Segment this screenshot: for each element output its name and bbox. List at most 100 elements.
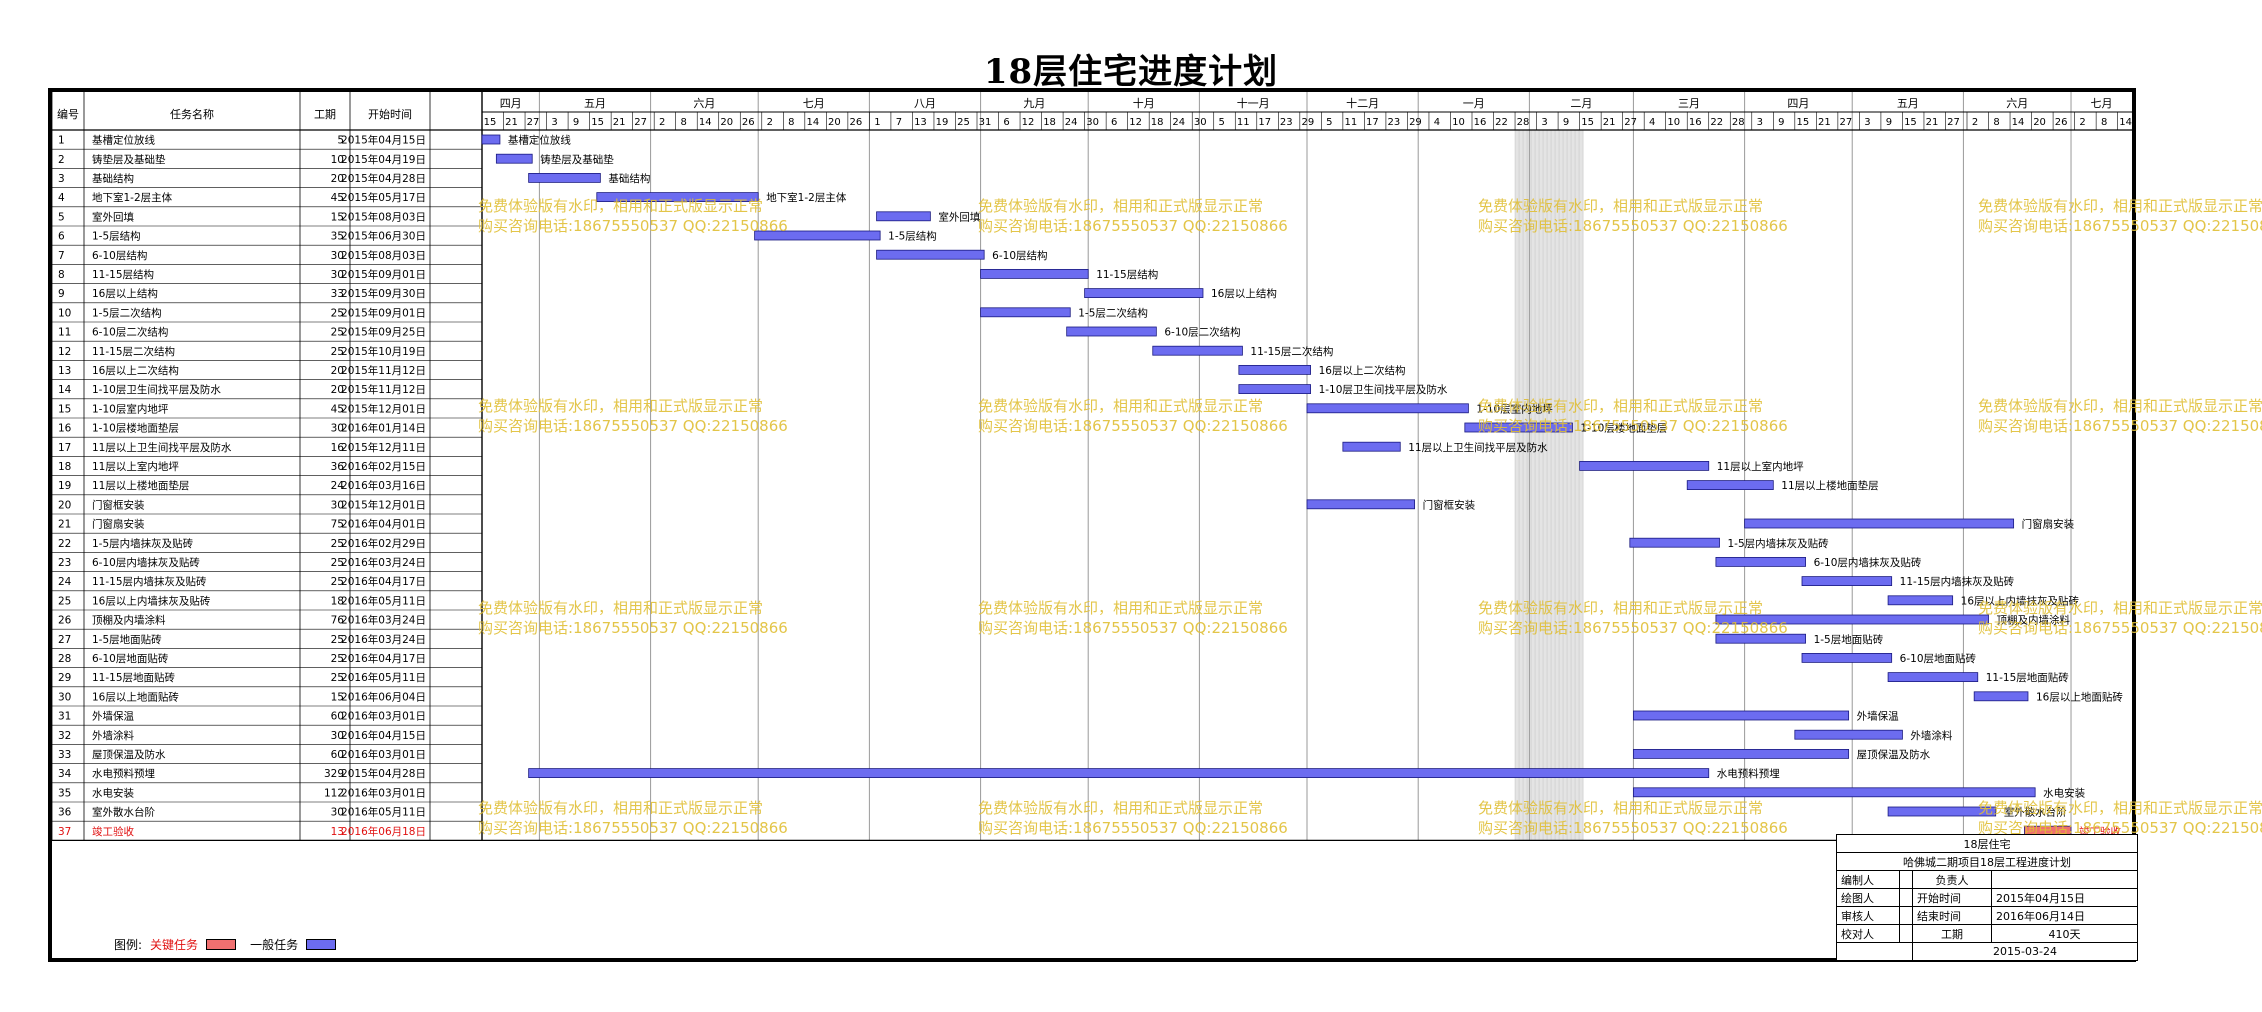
tick-label: 27 — [1947, 117, 1960, 128]
month-label: 四月 — [500, 97, 522, 110]
info-drawer-value — [1898, 888, 1913, 907]
task-no: 12 — [58, 346, 71, 358]
task-name: 11层以上室内地坪 — [92, 460, 179, 473]
task-start: 2015年09月01日 — [341, 306, 426, 319]
tick-label: 27 — [634, 117, 647, 128]
task-duration: 30 — [331, 730, 344, 742]
task-duration: 60 — [331, 711, 344, 723]
tick-label: 8 — [681, 117, 687, 128]
gantt-bar-label: 6-10层内墙抹灰及贴砖 — [1814, 556, 1922, 569]
task-duration: 35 — [331, 231, 344, 243]
tick-label: 28 — [1517, 117, 1530, 128]
task-no: 11 — [58, 327, 71, 339]
gantt-bar — [1238, 384, 1311, 395]
info-checker-value — [1898, 924, 1913, 943]
gantt-bar-label: 6-10层地面贴砖 — [1900, 652, 1977, 665]
tick-label: 15 — [1904, 117, 1917, 128]
task-start: 2016年03月24日 — [341, 614, 426, 627]
tick-label: 21 — [613, 117, 626, 128]
task-start: 2016年04月17日 — [341, 652, 426, 665]
task-start: 2015年11月12日 — [341, 383, 426, 396]
gantt-bar-label: 11-15层内墙抹灰及贴砖 — [1900, 575, 2015, 588]
task-no: 25 — [58, 595, 71, 607]
tick-label: 26 — [850, 117, 863, 128]
task-no: 26 — [58, 615, 72, 627]
month-label: 三月 — [1678, 97, 1700, 110]
tick-label: 20 — [720, 117, 733, 128]
gantt-bar-label: 水电安装 — [2043, 786, 2085, 799]
tick-label: 14 — [2012, 117, 2025, 128]
gantt-bar — [1801, 576, 1893, 587]
legend-title: 图例: — [114, 938, 143, 952]
tick-label: 12 — [1022, 117, 1035, 128]
tick-label: 3 — [1864, 117, 1870, 128]
task-name: 外墙涂料 — [92, 729, 134, 742]
tick-label: 27 — [1840, 117, 1853, 128]
gantt-bar — [528, 768, 1710, 778]
gantt-bar-label: 1-10层室内地坪 — [1476, 402, 1553, 415]
task-duration: 30 — [331, 499, 344, 511]
info-editor-label: 编制人 — [1836, 870, 1900, 889]
task-start: 2016年02月15日 — [341, 460, 426, 473]
tick-label: 17 — [1258, 117, 1271, 128]
task-duration: 30 — [331, 423, 344, 435]
gantt-bar-label: 1-10层卫生间找平层及防水 — [1319, 383, 1448, 396]
task-duration: 76 — [331, 615, 345, 627]
tick-label: 9 — [1886, 117, 1892, 128]
task-duration: 25 — [331, 538, 344, 550]
task-no: 5 — [58, 211, 65, 223]
gantt-bar — [481, 134, 501, 145]
task-name: 顶棚及内墙涂料 — [92, 614, 166, 627]
task-name: 铸垫层及基础垫 — [92, 153, 166, 166]
gantt-bar-label: 地下室1-2层主体 — [766, 191, 847, 204]
gantt-chart: 编号任务名称工期开始时间四月五月六月七月八月九月十月十一月十二月一月二月三月四月… — [52, 92, 2132, 842]
task-name: 6-10层内墙抹灰及贴砖 — [92, 556, 200, 569]
task-name: 1-5层结构 — [92, 230, 141, 243]
task-start: 2016年05月11日 — [341, 594, 426, 607]
task-name: 室外回填 — [92, 210, 134, 223]
task-duration: 25 — [331, 557, 344, 569]
gantt-bar-label: 1-10层楼地面垫层 — [1580, 422, 1667, 435]
task-duration: 30 — [331, 807, 344, 819]
tick-label: 14 — [806, 117, 819, 128]
task-start: 2015年06月30日 — [341, 230, 426, 243]
task-duration: 25 — [331, 327, 344, 339]
tick-label: 4 — [1649, 117, 1655, 128]
tick-label: 4 — [1434, 117, 1440, 128]
task-duration: 25 — [331, 672, 344, 684]
info-start-label: 开始时间 — [1911, 888, 1992, 907]
tick-label: 29 — [1301, 117, 1314, 128]
tick-label: 24 — [1065, 117, 1078, 128]
task-duration: 25 — [331, 307, 344, 319]
task-no: 18 — [58, 461, 71, 473]
chart-title: 18层住宅进度计划 — [983, 52, 1279, 92]
tick-label: 15 — [484, 117, 497, 128]
gantt-bar — [1801, 653, 1893, 663]
info-start-value: 2015年04月15日 — [1990, 888, 2139, 907]
task-name: 16层以上内墙抹灰及贴砖 — [92, 594, 211, 607]
task-name: 室外散水台阶 — [92, 806, 155, 819]
task-duration: 45 — [331, 192, 344, 204]
gantt-bar — [1715, 633, 1806, 644]
tick-label: 26 — [2055, 117, 2068, 128]
legend-critical-swatch — [206, 939, 237, 950]
month-label: 二月 — [1570, 97, 1592, 110]
task-no: 15 — [58, 403, 71, 415]
task-name: 外墙保温 — [92, 710, 134, 723]
task-duration: 25 — [331, 346, 344, 358]
tick-label: 23 — [1388, 117, 1401, 128]
gantt-bar — [1633, 749, 1850, 759]
task-name: 11层以上楼地面垫层 — [92, 479, 189, 492]
gantt-bar — [876, 249, 985, 260]
tick-label: 17 — [1366, 117, 1379, 128]
task-start: 2016年05月11日 — [341, 806, 426, 819]
tick-label: 16 — [1689, 117, 1702, 128]
task-no: 3 — [58, 173, 65, 185]
tick-label: 9 — [1778, 117, 1784, 128]
tick-label: 2 — [1972, 117, 1978, 128]
gantt-bar-label: 门窗框安装 — [1423, 498, 1476, 511]
gantt-bar — [980, 307, 1071, 318]
task-name: 16层以上结构 — [92, 287, 158, 300]
gantt-bar-label: 11-15层地面贴砖 — [1986, 671, 2070, 684]
